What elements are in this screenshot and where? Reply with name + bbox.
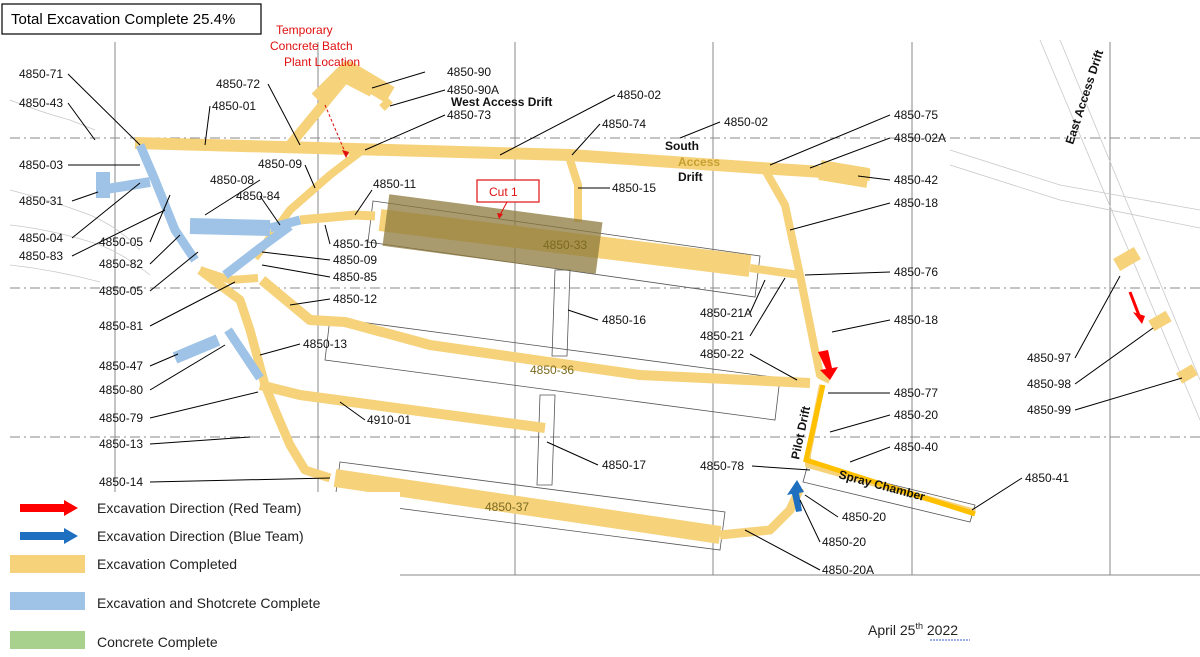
label-4850-31: 4850-31 bbox=[19, 194, 63, 208]
label-4850-20A: 4850-20A bbox=[822, 563, 874, 577]
label-4850-14: 4850-14 bbox=[99, 475, 143, 489]
title-text: Total Excavation Complete 25.4% bbox=[11, 11, 235, 28]
label-4850-11: 4850-11 bbox=[373, 177, 416, 191]
drawing-labels: 4850-71 4850-43 4850-03 4850-31 4850-04 … bbox=[19, 65, 1071, 577]
legend-green-swatch bbox=[10, 631, 85, 649]
label-4850-15: 4850-15 bbox=[612, 181, 656, 195]
red-team-arrow-pilot bbox=[818, 350, 838, 380]
label-4850-43: 4850-43 bbox=[19, 96, 63, 110]
title-box bbox=[1, 3, 262, 35]
blue-team-arrow-pilot bbox=[787, 480, 804, 512]
label-4850-08: 4850-08 bbox=[210, 173, 254, 187]
cavern-label: 4850-37 bbox=[485, 500, 529, 514]
label-4850-41: 4850-41 bbox=[1025, 471, 1069, 485]
label-4850-09: 4850-09 bbox=[333, 253, 377, 267]
cavern-label: 4850-36 bbox=[530, 363, 574, 377]
label-4850-84: 4850-84 bbox=[236, 189, 280, 203]
label-4850-20: 4850-20 bbox=[822, 535, 866, 549]
south-access-drift-label: Access bbox=[678, 155, 720, 169]
label-4850-18: 4850-18 bbox=[894, 196, 938, 210]
label-4850-98: 4850-98 bbox=[1027, 377, 1071, 391]
excavation-completed bbox=[134, 61, 976, 544]
legend: Excavation Direction (Red Team) Excavati… bbox=[0, 492, 400, 657]
label-4850-99: 4850-99 bbox=[1027, 403, 1071, 417]
cut-1-box bbox=[476, 179, 540, 203]
date-sup: th bbox=[915, 621, 923, 631]
date-year: 2022 bbox=[923, 622, 958, 638]
label-4850-90A: 4850-90A bbox=[447, 83, 499, 97]
legend-red-arrow bbox=[20, 500, 78, 516]
label-4850-90: 4850-90 bbox=[447, 65, 491, 79]
cut-1-label: Cut 1 bbox=[489, 185, 518, 199]
label-4850-03: 4850-03 bbox=[19, 158, 63, 172]
label-4850-74: 4850-74 bbox=[602, 117, 646, 131]
legend-blue-swatch bbox=[10, 592, 85, 610]
label-4850-79: 4850-79 bbox=[99, 411, 143, 425]
label-4850-20: 4850-20 bbox=[894, 408, 938, 422]
cavern-outlines bbox=[324, 200, 976, 551]
cut-1-zone bbox=[382, 194, 603, 274]
report-date: April 25th 2022 bbox=[868, 621, 958, 638]
legend-blue-arrow bbox=[20, 528, 78, 544]
date-main: April 25 bbox=[868, 622, 916, 638]
label-4850-10: 4850-10 bbox=[333, 237, 377, 251]
label-4850-16: 4850-16 bbox=[602, 313, 646, 327]
spray-chamber-line bbox=[803, 384, 976, 517]
label-4850-85: 4850-85 bbox=[333, 270, 377, 284]
label-4850-75: 4850-75 bbox=[894, 108, 938, 122]
batch-plant-note: Concrete Batch bbox=[270, 39, 353, 53]
shotcrete-complete bbox=[96, 143, 302, 381]
label-4850-78: 4850-78 bbox=[700, 459, 744, 473]
label-4850-21A: 4850-21A bbox=[700, 306, 752, 320]
legend-yellow-swatch bbox=[10, 555, 85, 573]
east-access-features bbox=[1113, 246, 1198, 384]
label-4850-21: 4850-21 bbox=[700, 329, 744, 343]
label-4850-20: 4850-20 bbox=[842, 510, 886, 524]
label-4850-01: 4850-01 bbox=[212, 99, 256, 113]
south-access-drift-label: South bbox=[665, 139, 699, 153]
label-4850-13: 4850-13 bbox=[303, 337, 347, 351]
label-4850-77: 4850-77 bbox=[894, 386, 938, 400]
legend-shotcrete-label: Excavation and Shotcrete Complete bbox=[97, 595, 321, 611]
legend-red-team-label: Excavation Direction (Red Team) bbox=[97, 500, 301, 516]
cavern-label: 4850-33 bbox=[543, 238, 587, 252]
label-4850-83: 4850-83 bbox=[19, 249, 63, 263]
label-4850-02A: 4850-02A bbox=[894, 131, 946, 145]
label-4850-12: 4850-12 bbox=[333, 292, 377, 306]
label-4850-72: 4850-72 bbox=[216, 77, 260, 91]
label-4850-02: 4850-02 bbox=[617, 88, 661, 102]
west-access-drift-label: West Access Drift bbox=[451, 95, 552, 109]
label-4850-05: 4850-05 bbox=[99, 284, 143, 298]
label-4850-13: 4850-13 bbox=[99, 437, 143, 451]
label-4850-97: 4850-97 bbox=[1027, 351, 1071, 365]
south-access-drift-label: Drift bbox=[678, 170, 703, 184]
terrain-outlines bbox=[9, 39, 1200, 421]
label-4850-80: 4850-80 bbox=[99, 383, 143, 397]
label-4850-40: 4850-40 bbox=[894, 440, 938, 454]
label-4850-04: 4850-04 bbox=[19, 231, 63, 245]
legend-blue-team-label: Excavation Direction (Blue Team) bbox=[97, 528, 304, 544]
leader-lines bbox=[67, 71, 1183, 571]
label-4850-18: 4850-18 bbox=[894, 313, 938, 327]
spray-chamber-label: Spray Chamber bbox=[837, 467, 927, 504]
grid bbox=[0, 42, 1200, 576]
legend-concrete-label: Concrete Complete bbox=[97, 634, 218, 650]
label-4910-01: 4910-01 bbox=[367, 413, 411, 427]
label-4850-47: 4850-47 bbox=[99, 359, 143, 373]
label-4850-42: 4850-42 bbox=[894, 173, 938, 187]
legend-excavation-completed-label: Excavation Completed bbox=[97, 556, 237, 572]
label-4850-17: 4850-17 bbox=[602, 458, 646, 472]
batch-plant-note: Temporary bbox=[276, 23, 333, 37]
batch-plant-note: Plant Location bbox=[284, 55, 360, 69]
label-4850-02: 4850-02 bbox=[724, 115, 768, 129]
label-4850-76: 4850-76 bbox=[894, 265, 938, 279]
label-4850-81: 4850-81 bbox=[99, 319, 143, 333]
label-4850-22: 4850-22 bbox=[700, 347, 744, 361]
label-4850-73: 4850-73 bbox=[447, 108, 491, 122]
label-4850-71: 4850-71 bbox=[19, 67, 63, 81]
label-4850-82: 4850-82 bbox=[99, 257, 143, 271]
label-4850-09: 4850-09 bbox=[258, 157, 302, 171]
label-4850-05: 4850-05 bbox=[99, 235, 143, 249]
